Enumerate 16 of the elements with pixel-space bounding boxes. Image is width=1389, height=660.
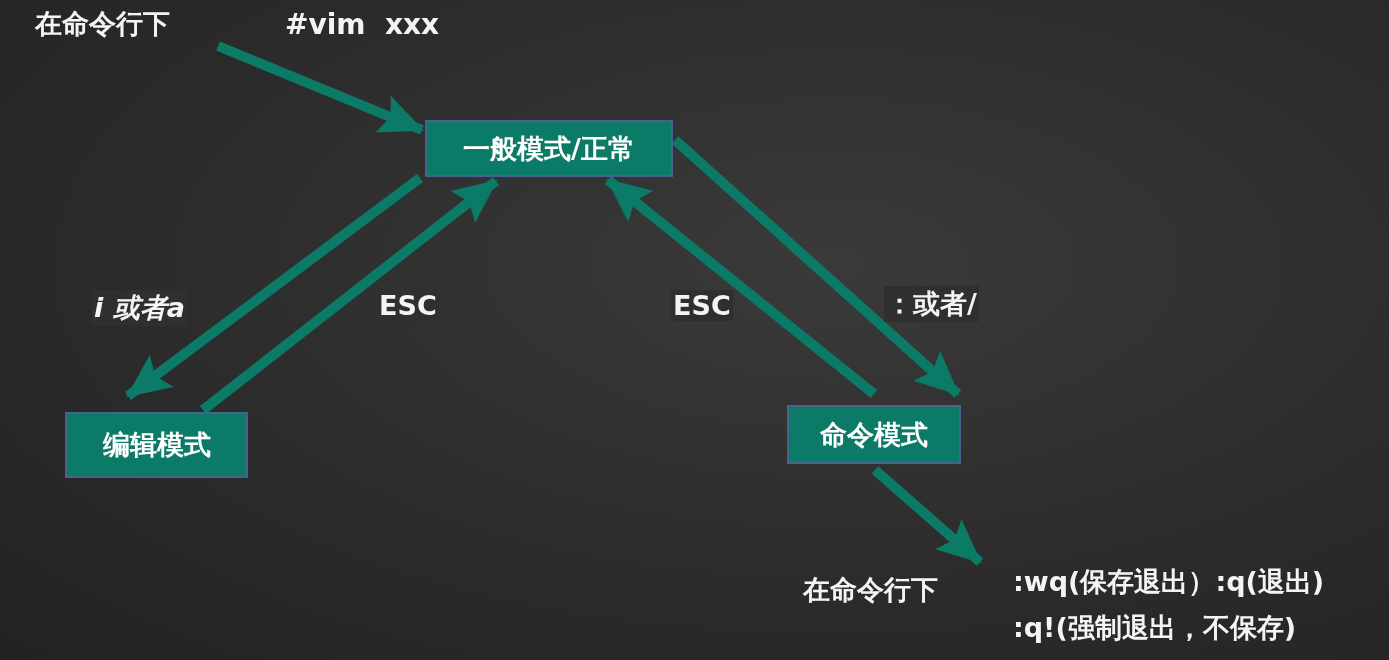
arrow	[216, 41, 424, 135]
arrow	[125, 174, 423, 400]
note-text: :wq(保存退出）:q(退出)	[1013, 565, 1325, 599]
edge-label: ：或者/	[884, 286, 979, 322]
edge-label: i 或者a	[92, 290, 187, 326]
mode-box: 命令模式	[787, 405, 961, 464]
arrow	[604, 176, 878, 398]
note-text: 在命令行下	[803, 573, 938, 607]
command-text: #vim xxx	[285, 8, 440, 41]
note-text: 在命令行下	[35, 7, 170, 41]
mode-box: 编辑模式	[65, 412, 248, 478]
arrow	[199, 177, 500, 414]
arrow	[871, 466, 984, 566]
mode-box: 一般模式/正常	[425, 120, 673, 177]
edge-label: ESC	[671, 290, 733, 321]
note-text: :q!(强制退出，不保存)	[1013, 611, 1297, 645]
